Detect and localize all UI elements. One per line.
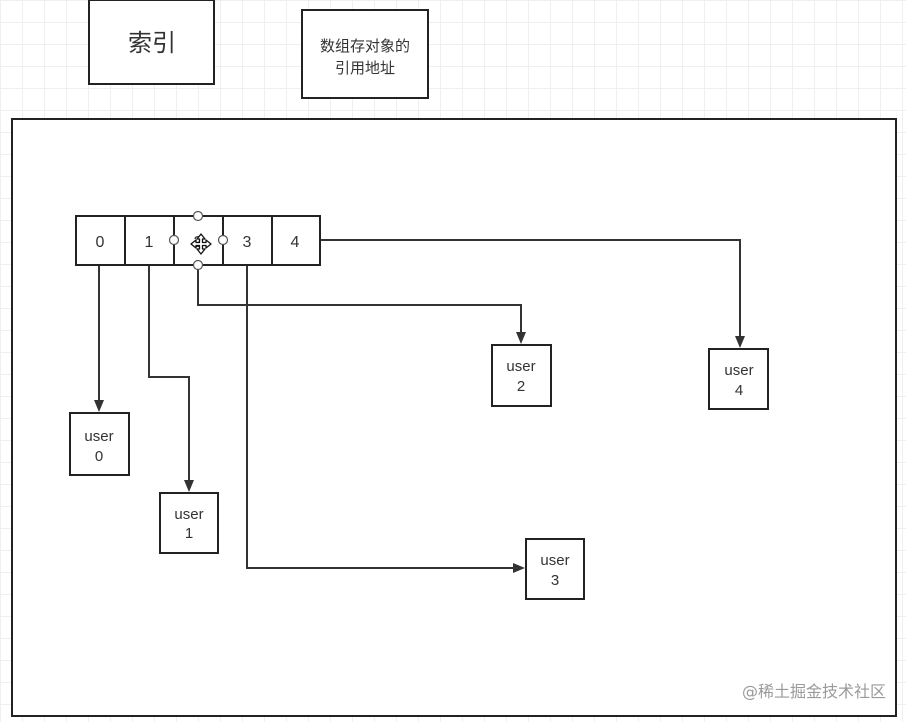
note-box[interactable]: 数组存对象的 引用地址 — [301, 9, 429, 99]
array-cell-3-label: 3 — [243, 234, 252, 251]
user-4-label-line1: user — [724, 362, 753, 379]
edge-4-to-user4[interactable] — [320, 239, 741, 336]
move-cursor-icon — [190, 233, 212, 255]
container-frame[interactable] — [11, 118, 897, 717]
edge-3-to-user3[interactable] — [246, 265, 513, 569]
watermark-text: @稀土掘金技术社区 — [741, 682, 886, 701]
user-0-label-line2: 0 — [95, 448, 103, 465]
user-4-label-line2: 4 — [735, 382, 743, 399]
user-2-label-line2: 2 — [517, 378, 525, 395]
edge-0-arrowhead — [94, 400, 104, 412]
user-1-label-line2: 1 — [185, 525, 193, 542]
edge-1-to-user1[interactable] — [148, 265, 190, 480]
array-cell-2[interactable]: 2 — [173, 215, 224, 266]
edge-2-to-user2[interactable] — [197, 265, 522, 332]
edge-4-arrowhead — [735, 336, 745, 348]
user-box-2[interactable]: user 2 — [491, 344, 552, 407]
edge-1-arrowhead — [184, 480, 194, 492]
index-label-text: 索引 — [128, 30, 176, 57]
array-cell-1[interactable]: 1 — [124, 215, 175, 266]
user-box-1[interactable]: user 1 — [159, 492, 219, 554]
user-2-label-line1: user — [506, 358, 535, 375]
user-box-4[interactable]: user 4 — [708, 348, 769, 410]
user-1-label-line1: user — [174, 506, 203, 523]
edge-2-arrowhead — [516, 332, 526, 344]
selection-handle-top[interactable] — [192, 210, 204, 222]
array-cell-3[interactable]: 3 — [222, 215, 273, 266]
selection-handle-bottom[interactable] — [192, 259, 204, 271]
note-text-line1: 数组存对象的 — [320, 38, 410, 55]
edge-3-arrowhead — [513, 563, 525, 573]
array-cell-0-label: 0 — [96, 234, 105, 251]
user-0-label-line1: user — [84, 428, 113, 445]
user-box-3[interactable]: user 3 — [525, 538, 585, 600]
selection-handle-left[interactable] — [168, 234, 180, 246]
index-label-box[interactable]: 索引 — [88, 0, 215, 85]
array-cell-4[interactable]: 4 — [271, 215, 321, 266]
array-cell-0[interactable]: 0 — [75, 215, 126, 266]
user-box-0[interactable]: user 0 — [69, 412, 130, 476]
array: 0 1 2 3 4 — [75, 210, 321, 271]
connectors — [94, 239, 745, 573]
user-3-label-line1: user — [540, 552, 569, 569]
user-3-label-line2: 3 — [551, 572, 559, 589]
note-text-line2: 引用地址 — [335, 60, 395, 77]
array-cell-4-label: 4 — [291, 234, 300, 251]
array-cell-1-label: 1 — [145, 234, 154, 251]
selection-handle-right[interactable] — [217, 234, 229, 246]
